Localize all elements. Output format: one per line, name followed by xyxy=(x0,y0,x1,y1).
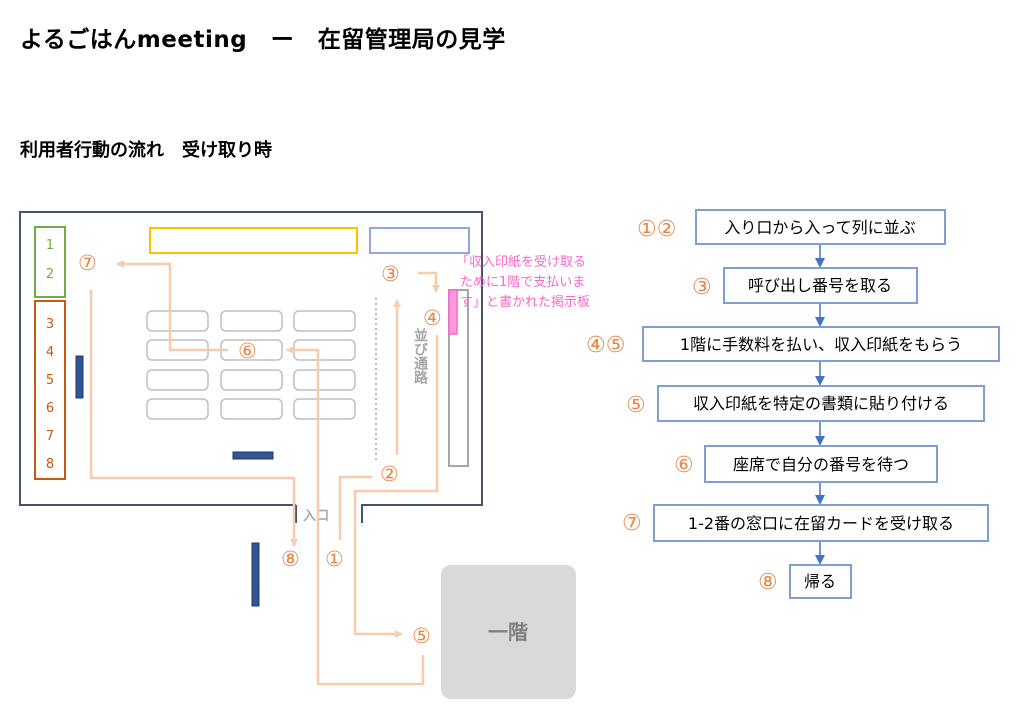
marker-2: ② xyxy=(380,462,399,486)
route-exit xyxy=(89,290,298,547)
corridor-label: 並び通路 xyxy=(412,327,428,384)
marker-7: ⑦ xyxy=(78,251,97,275)
route-to-first-floor xyxy=(353,335,439,638)
flow-step-text: 帰る xyxy=(804,572,836,591)
marker-8: ⑧ xyxy=(281,547,300,571)
notice-board xyxy=(448,289,458,335)
flow-step-num: ③ xyxy=(692,275,712,300)
flow-step-5: 座席で自分の番号を待つ ⑥ xyxy=(674,445,938,483)
flow-step-text: 1階に手数料を払い、収入印紙をもらう xyxy=(680,335,962,354)
marker-6: ⑥ xyxy=(238,339,257,363)
route-enter-to-queue xyxy=(338,475,372,540)
notice-text: 「収入印紙を受け取る ために1階で支払いま す」と書かれた掲示板 xyxy=(456,255,590,310)
notice-line-1: 「収入印紙を受け取る xyxy=(456,255,586,270)
marker-3: ③ xyxy=(381,262,400,286)
flow-step-num: ①② xyxy=(637,217,676,242)
flow-step-1: 入り口から入って列に並ぶ ①② xyxy=(637,209,946,245)
flow-step-box xyxy=(657,385,985,422)
top-blue-box xyxy=(369,227,470,254)
flow-step-text: 入り口から入って列に並ぶ xyxy=(724,218,915,237)
counter-brown-3: 3 xyxy=(46,317,54,332)
seat xyxy=(293,398,356,420)
blue-block-left xyxy=(75,355,84,399)
seat xyxy=(220,398,283,420)
flow-step-6: 1-2番の窓口に在留カードを受け取る ⑦ xyxy=(622,504,989,542)
counter-brown-4: 4 xyxy=(46,345,54,360)
flow-step-2: 呼び出し番号を取る ③ xyxy=(692,267,918,304)
top-yellow-counter xyxy=(149,227,358,254)
counter-brown-6: 6 xyxy=(46,401,54,416)
room-wall xyxy=(19,211,483,523)
flow-step-box xyxy=(789,564,852,599)
flow-step-num: ⑧ xyxy=(758,570,778,595)
flow-step-box xyxy=(695,209,946,245)
flow-step-4: 収入印紙を特定の書類に貼り付ける ⑤ xyxy=(626,385,985,422)
counter-green-2: 2 xyxy=(46,267,54,282)
seat xyxy=(146,398,209,420)
entrance-label: 入口 xyxy=(303,509,329,524)
route-seats-to-counter xyxy=(116,260,228,352)
seat xyxy=(293,310,356,332)
page-title: よるごはんmeeting ー 在留管理局の見学 xyxy=(20,27,506,53)
seat xyxy=(220,310,283,332)
notice-line-2: ために1階で支払いま xyxy=(460,275,585,290)
seat xyxy=(146,369,209,391)
seat xyxy=(293,369,356,391)
flow-step-text: 呼び出し番号を取る xyxy=(748,276,892,295)
blue-block-outside xyxy=(251,542,260,607)
flow-step-text: 1-2番の窓口に在留カードを受け取る xyxy=(688,514,954,533)
flow-step-box xyxy=(653,504,989,542)
flow-chart: 入り口から入って列に並ぶ ①② 呼び出し番号を取る ③ 1階に手数料を払い、収入… xyxy=(586,209,1000,599)
flow-step-text: 収入印紙を特定の書類に貼り付ける xyxy=(693,394,949,413)
flow-step-num: ⑥ xyxy=(674,453,694,478)
route-markers: ① ② ③ ④ ⑤ ⑥ ⑦ ⑧ xyxy=(78,251,442,648)
counter-green-1: 1 xyxy=(46,238,54,253)
marker-1: ① xyxy=(325,547,344,571)
seat xyxy=(220,369,283,391)
counter-brown-8: 8 xyxy=(46,457,54,472)
counter-brown xyxy=(34,300,66,480)
seats xyxy=(146,310,356,420)
counter-green xyxy=(34,226,66,298)
route-3-to-4 xyxy=(418,271,440,293)
marker-4: ④ xyxy=(423,306,442,330)
route-lines xyxy=(89,260,440,686)
marker-5: ⑤ xyxy=(412,624,431,648)
counter-brown-labels: 3 4 5 6 7 8 xyxy=(46,317,54,472)
flow-step-num: ⑤ xyxy=(626,393,646,418)
flow-step-7: 帰る ⑧ xyxy=(758,564,852,599)
first-floor-label: 一階 xyxy=(488,620,528,644)
floor-plan: 1 2 3 4 5 6 7 8 並び通路 xyxy=(19,211,590,699)
flow-step-text: 座席で自分の番号を待つ xyxy=(733,455,909,474)
route-back-to-seats xyxy=(286,346,425,686)
seat xyxy=(146,310,209,332)
flow-step-box xyxy=(723,267,918,304)
notice-line-3: す」と書かれた掲示板 xyxy=(460,294,590,310)
flow-step-box xyxy=(704,445,938,483)
flow-step-num: ⑦ xyxy=(622,511,642,536)
counter-brown-5: 5 xyxy=(46,373,54,388)
flow-step-num: ④⑤ xyxy=(586,333,625,358)
section-title: 利用者行動の流れ 受け取り時 xyxy=(20,140,272,161)
flow-step-3: 1階に手数料を払い、収入印紙をもらう ④⑤ xyxy=(586,326,1000,362)
blue-block-bottom xyxy=(232,451,274,460)
counter-brown-7: 7 xyxy=(46,429,54,444)
flow-step-box xyxy=(642,326,1000,362)
first-floor-box xyxy=(441,565,576,699)
